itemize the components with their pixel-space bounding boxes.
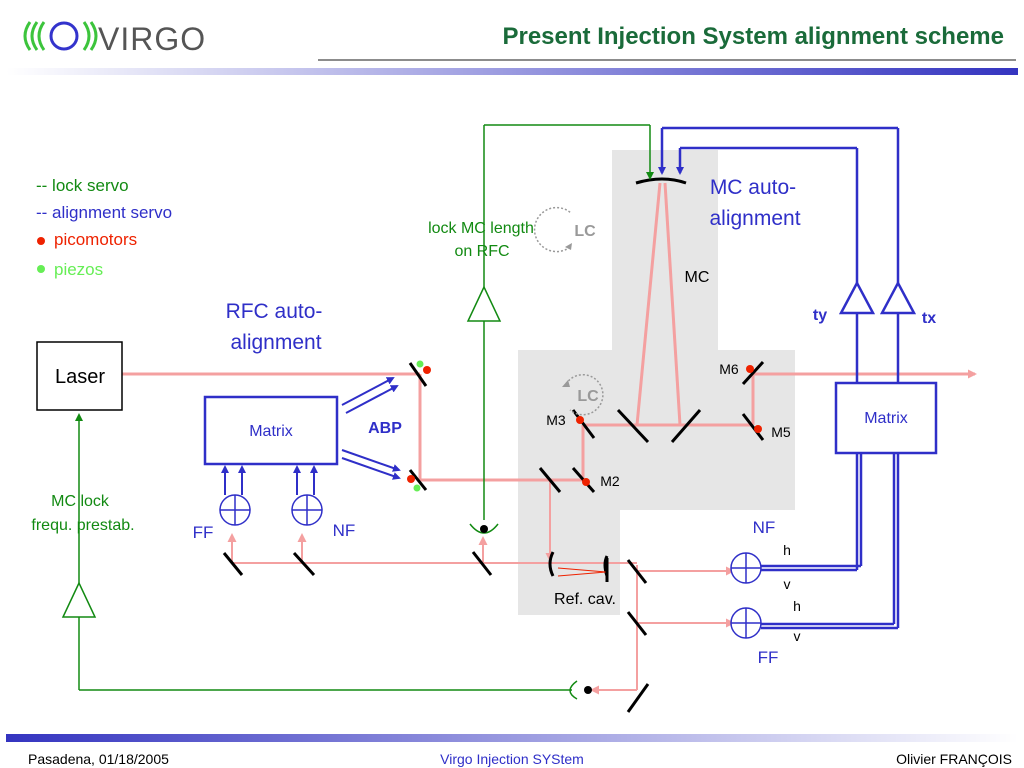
mc-lock-label-line2: frequ. prestab.: [31, 517, 134, 534]
mirror-ff-left: [222, 552, 244, 576]
lc-bottom-label: LC: [577, 388, 599, 405]
reference-cavity: [548, 551, 609, 582]
photodiode-mc-lock: [569, 680, 592, 700]
legend-piezo-dot: [37, 265, 45, 273]
mirror-mc-end: [635, 177, 687, 185]
mirrors: [222, 177, 765, 713]
picomotor-dot: [582, 478, 590, 486]
tx-label: tx: [922, 310, 936, 327]
amplifier-mc-lock: [61, 581, 97, 618]
mirror-mc-left: [616, 408, 650, 444]
footer-center: Virgo Injection SYStem: [440, 751, 584, 767]
matrix-right-label: Matrix: [864, 410, 908, 427]
legend-picomotor-dot: [37, 237, 45, 245]
nf-right-label: NF: [753, 518, 776, 537]
virgo-logo: VIRGO: [23, 21, 206, 57]
mc-auto-alignment-line2: alignment: [709, 207, 800, 230]
ty-label: ty: [813, 307, 827, 324]
amplifier-ty: [838, 280, 876, 315]
quadrant-detector-nf-right: [730, 552, 762, 584]
amplifier-tx: [879, 280, 917, 315]
legend-piezos: piezos: [54, 260, 103, 279]
picomotor-dot: [576, 416, 584, 424]
picomotor-dot: [754, 425, 762, 433]
nf-left-label: NF: [333, 521, 356, 540]
legend-picomotors: picomotors: [54, 230, 137, 249]
mirror-input-bottom: [408, 469, 428, 491]
abp-arrows: [221, 377, 401, 495]
page-title: Present Injection System alignment schem…: [502, 23, 1004, 50]
mirror-m3: [571, 409, 596, 439]
matrix-right-box: [834, 381, 938, 455]
footer-left: Pasadena, 01/18/2005: [28, 751, 169, 767]
footer-right: Olivier FRANÇOIS: [896, 751, 1012, 767]
m6-label: M6: [719, 361, 739, 377]
quadrant-detector-ff-left: [219, 494, 251, 526]
beam-paths: [122, 182, 977, 695]
lock-mc-label-line2: on RFC: [454, 243, 509, 260]
laser-box: [36, 341, 123, 411]
mirror-split-2: [626, 611, 648, 636]
mirror-m6: [741, 360, 765, 386]
top-gradient-bar: [6, 68, 1018, 75]
lock-servo-lines: [75, 124, 654, 691]
m3-label: M3: [546, 412, 566, 428]
lc-loop-icon-bottom: [562, 374, 604, 416]
legend-lock-servo: -- lock servo: [36, 176, 129, 195]
legend-alignment-servo: -- alignment servo: [36, 203, 172, 222]
m2-label: M2: [600, 473, 620, 489]
piezo-dot: [416, 360, 424, 368]
quadrant-detector-ff-right: [730, 607, 762, 639]
picomotor-dot: [423, 366, 431, 374]
lock-mc-label-line1: lock MC length: [428, 220, 534, 237]
v-label-nf: v: [784, 576, 791, 592]
mirror-mc-right: [670, 409, 702, 443]
mirror-lock-rfc: [471, 551, 493, 576]
actuator-dots: [407, 360, 762, 492]
mirror-split-3: [626, 683, 650, 713]
picomotor-dot: [407, 475, 415, 483]
virgo-logo-text: VIRGO: [98, 21, 206, 57]
mc-label: MC: [685, 269, 710, 286]
lc-loop-icon-top: [533, 206, 572, 253]
mirror-input-top: [408, 362, 428, 387]
picomotor-dot: [746, 365, 754, 373]
v-label-ff: v: [794, 628, 801, 644]
matrix-left-box: [203, 395, 339, 466]
piezo-dot: [413, 484, 421, 492]
photodiode-lock-rfc: [469, 523, 499, 534]
mc-auto-alignment-line1: MC auto-: [710, 176, 796, 199]
rfc-auto-alignment-line1: RFC auto-: [226, 300, 323, 323]
mirror-m5: [741, 413, 765, 441]
quadrant-detector-nf-left: [291, 494, 323, 526]
mirror-split-1: [626, 559, 648, 584]
m5-label: M5: [771, 424, 791, 440]
laser-label: Laser: [55, 366, 105, 388]
matrix-left-label: Matrix: [249, 423, 293, 440]
ff-left-label: FF: [193, 523, 214, 542]
ff-right-label: FF: [758, 648, 779, 667]
bottom-gradient-bar: [6, 734, 1018, 742]
mc-alignment-lines: [658, 126, 900, 630]
h-label-ff: h: [793, 598, 801, 614]
mirror-nf-left: [292, 551, 316, 577]
h-label-nf: h: [783, 542, 791, 558]
mc-lock-label-line1: MC lock: [51, 493, 110, 510]
amplifier-lock-mc: [466, 285, 502, 322]
mirror-m2-left: [538, 467, 562, 493]
rfc-auto-alignment-line2: alignment: [230, 331, 321, 354]
abp-label: ABP: [368, 420, 402, 437]
ref-cav-label: Ref. cav.: [554, 591, 616, 608]
lc-top-label: LC: [574, 223, 596, 240]
virgo-logo-mark: [23, 21, 98, 51]
